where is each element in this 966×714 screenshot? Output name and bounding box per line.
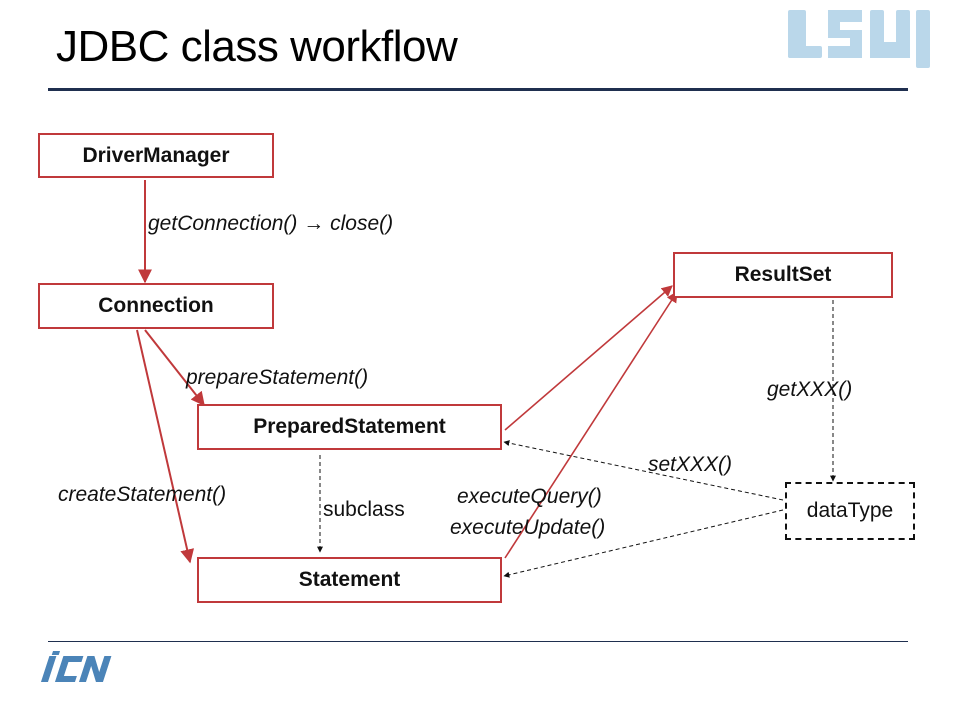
prepare-statement-label: prepareStatement()	[186, 366, 369, 389]
footer-divider	[48, 641, 908, 642]
arrow-datatype-to-prepared	[503, 440, 784, 501]
data-type-box: dataType	[785, 482, 915, 540]
create-statement-label: createStatement()	[58, 483, 227, 506]
subclass-label: subclass	[323, 498, 405, 521]
result-set-box: ResultSet	[673, 252, 893, 298]
get-connection-text: getConnection()	[148, 212, 298, 235]
title-divider	[48, 88, 908, 91]
execute-update-label: executeUpdate()	[450, 516, 606, 539]
page-title: JDBC class workflow	[56, 22, 458, 71]
driver-manager-box: DriverManager	[38, 133, 274, 178]
arrow-datatype-to-statement	[503, 509, 784, 578]
prepared-statement-box: PreparedStatement	[197, 404, 502, 450]
statement-box: Statement	[197, 557, 502, 603]
top-right-logo	[788, 10, 930, 68]
close-text: close()	[330, 212, 394, 235]
bottom-left-logo	[40, 651, 112, 682]
arrow-statement-to-resultset	[504, 291, 678, 559]
arrow-prepared-to-resultset	[504, 285, 673, 431]
arrow-glyph: →	[303, 212, 325, 235]
arrow-connection-to-prepared	[144, 329, 205, 407]
connection-box: Connection	[38, 283, 274, 329]
set-xxx-label: setXXX()	[648, 453, 733, 476]
arrow-connection-to-statement	[136, 329, 195, 564]
get-connection-label: getConnection() → close()	[148, 212, 393, 236]
execute-query-label: executeQuery()	[457, 485, 602, 508]
get-xxx-label: getXXX()	[767, 378, 853, 401]
